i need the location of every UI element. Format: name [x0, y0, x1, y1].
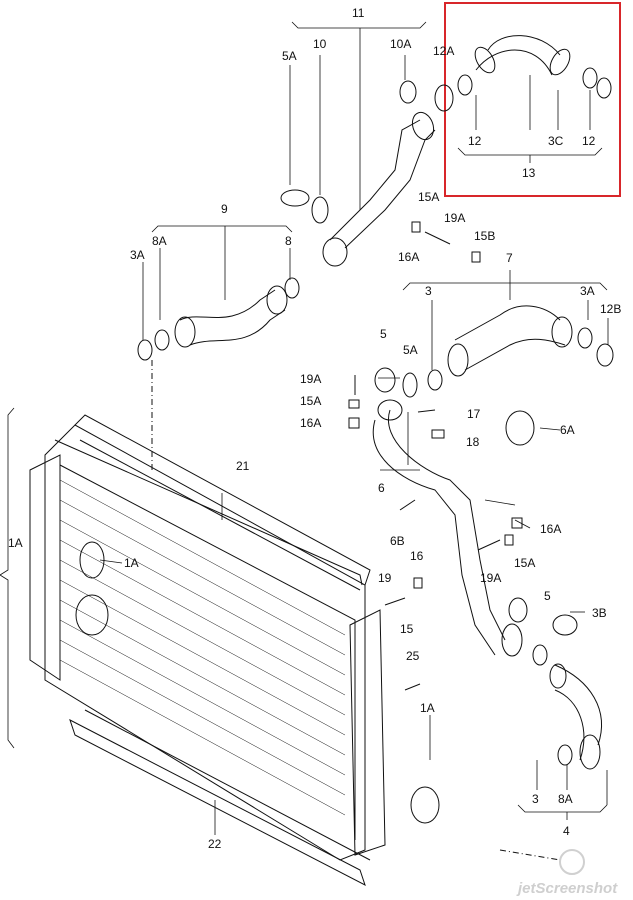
callout-15A-left: 15A [300, 394, 321, 408]
callout-13: 13 [522, 166, 536, 180]
callout-labels: 11 10 10A 12A 5A 12 3C 12 13 9 3A 8A 8 1… [8, 6, 621, 851]
callout-1A-inner: 1A [124, 556, 139, 570]
callout-9: 9 [221, 202, 228, 216]
callout-6B: 6B [390, 534, 405, 548]
hose-4 [517, 663, 608, 820]
pipe-11 [280, 80, 454, 267]
callout-4: 4 [563, 824, 570, 838]
callout-16A-left: 16A [300, 416, 321, 430]
callout-17: 17 [467, 407, 481, 421]
callout-19A-top: 19A [444, 211, 465, 225]
callout-5-low: 5 [544, 589, 551, 603]
callout-3-low: 3 [532, 792, 539, 806]
watermark-text: jetScreenshot [516, 880, 618, 897]
hose-9 [137, 277, 300, 361]
rails-22 [69, 709, 371, 887]
callout-15: 15 [400, 622, 414, 636]
callout-16: 16 [410, 549, 424, 563]
callout-8A-low: 8A [558, 792, 573, 806]
hose-7 [427, 305, 614, 391]
callout-6: 6 [378, 481, 385, 495]
callout-12A: 12A [433, 44, 454, 58]
callout-15A-top: 15A [418, 190, 439, 204]
callout-1A-low: 1A [420, 701, 435, 715]
callout-19A-left: 19A [300, 372, 321, 386]
callout-12-left: 12 [468, 134, 482, 148]
callout-15A-right: 15A [514, 556, 535, 570]
callout-3C: 3C [548, 134, 564, 148]
brace-1A [0, 407, 15, 749]
callout-19A-right: 19A [480, 571, 501, 585]
callout-8A-left: 8A [152, 234, 167, 248]
callout-16A-right: 16A [540, 522, 561, 536]
hose-6 [372, 367, 578, 666]
callout-12-right: 12 [582, 134, 596, 148]
upper-hose-13 [457, 35, 612, 163]
callout-18: 18 [466, 435, 480, 449]
callout-19: 19 [378, 571, 392, 585]
leader-lines [99, 377, 585, 760]
callout-6A: 6A [560, 423, 575, 437]
callout-10A: 10A [390, 37, 411, 51]
fasteners [348, 221, 523, 691]
callout-11: 11 [352, 6, 365, 20]
callout-1A-outer: 1A [8, 536, 23, 550]
bracket-9 [151, 225, 293, 233]
bracket-7 [402, 282, 608, 291]
callout-12B: 12B [600, 302, 621, 316]
callout-3B: 3B [592, 606, 607, 620]
callout-8: 8 [285, 234, 292, 248]
callout-21: 21 [236, 459, 250, 473]
callout-3A-right: 3A [580, 284, 595, 298]
callout-5A-top: 5A [282, 49, 297, 63]
intercooler-radiator [29, 414, 440, 861]
watermark: jetScreenshot [516, 849, 618, 897]
callout-5A-mid: 5A [403, 343, 418, 357]
callout-5-mid: 5 [380, 327, 387, 341]
callout-3-mid: 3 [425, 284, 432, 298]
callout-22: 22 [208, 837, 222, 851]
callout-16A-top: 16A [398, 250, 419, 264]
callout-15B: 15B [474, 229, 495, 243]
callout-7: 7 [506, 251, 513, 265]
callout-10: 10 [313, 37, 327, 51]
highlight-box [444, 2, 621, 197]
bracket-11 [291, 21, 427, 29]
callout-3A-left: 3A [130, 248, 145, 262]
callout-25: 25 [406, 649, 420, 663]
camera-shutter-icon [559, 849, 585, 875]
